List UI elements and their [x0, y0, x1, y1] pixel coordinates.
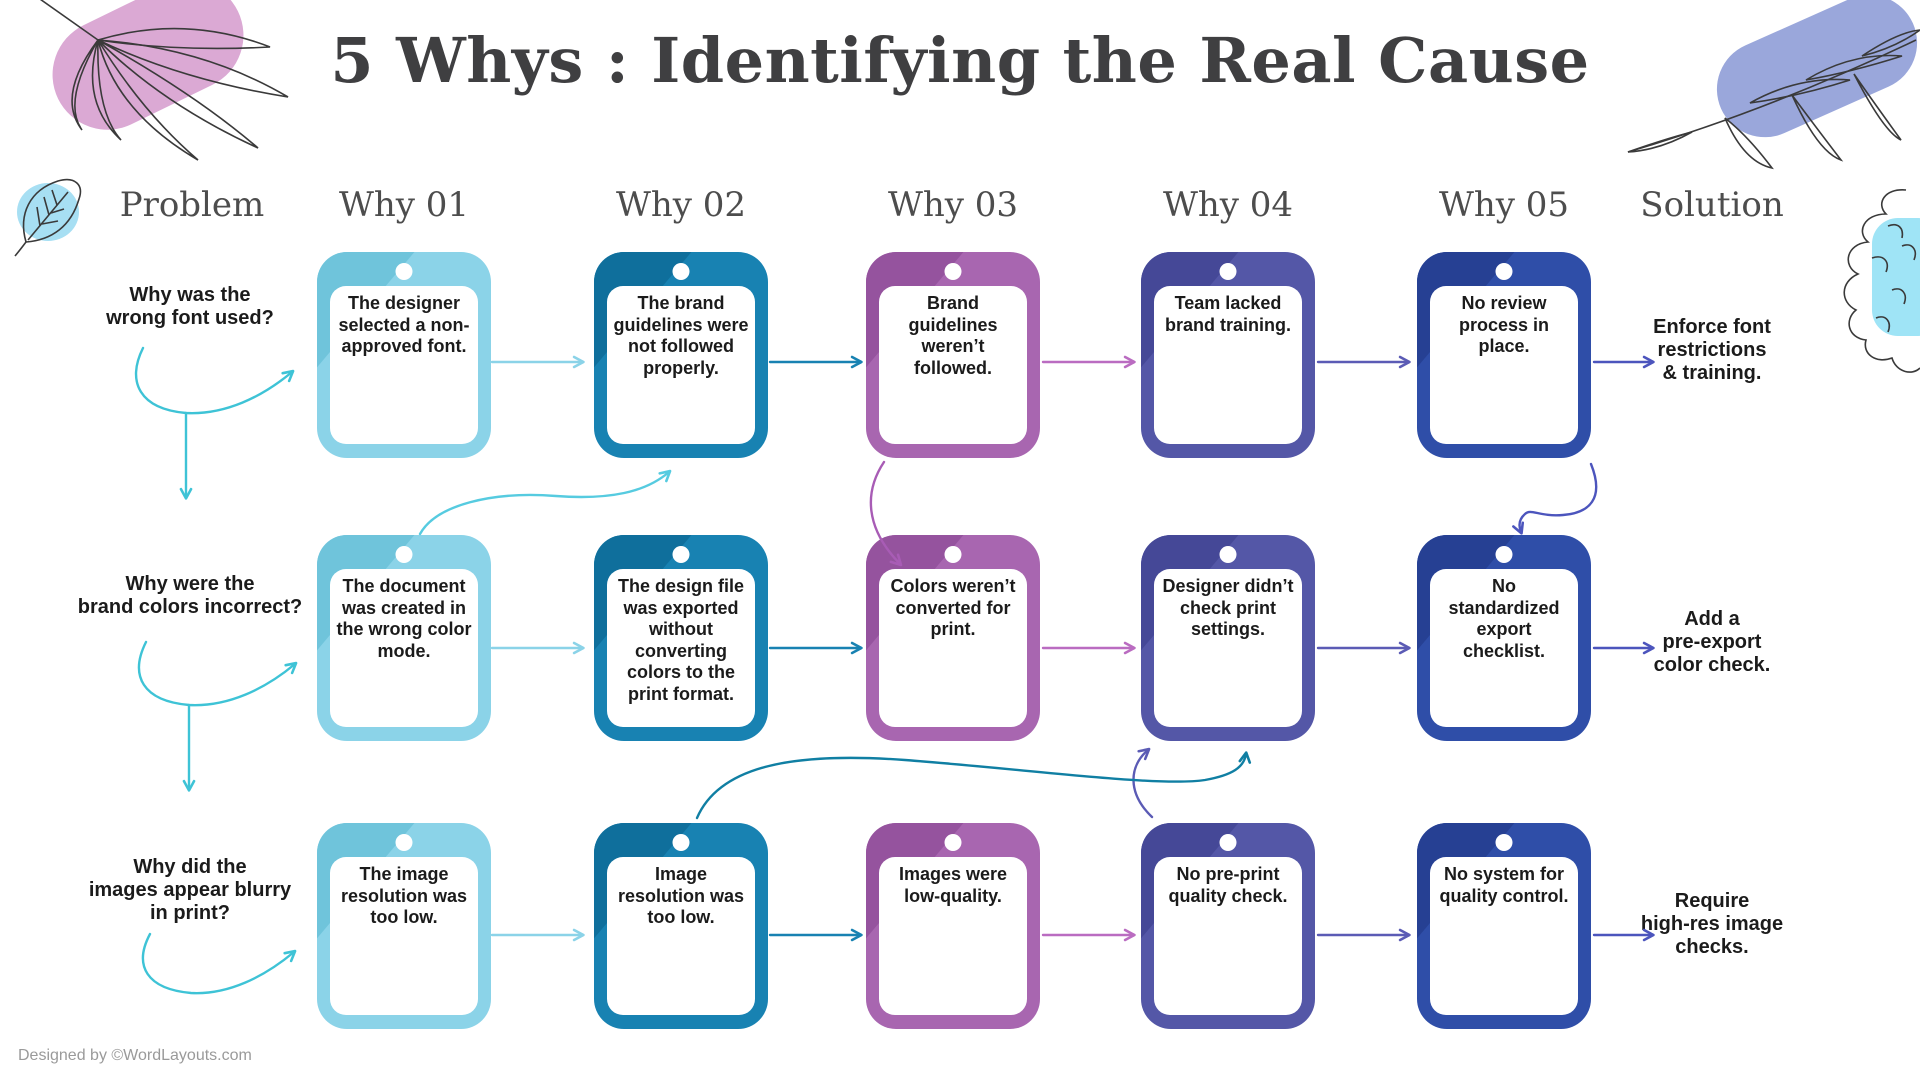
- column-header-why03: Why 03: [887, 185, 1019, 225]
- card-panel: Images were low-quality.: [879, 857, 1027, 1015]
- problem-hook-arrow-row2: [137, 640, 298, 707]
- card-panel: The designer selected a non-approved fon…: [330, 286, 478, 444]
- column-header-why02: Why 02: [615, 185, 747, 225]
- column-header-why04: Why 04: [1162, 185, 1294, 225]
- card-row3-why03: Images were low-quality.: [866, 823, 1040, 1029]
- card-text: Image resolution was too low.: [617, 864, 745, 927]
- tag-hole-icon: [672, 546, 690, 563]
- card-row2-why02: The design file was exported without con…: [594, 535, 768, 741]
- column-header-why01: Why 01: [338, 185, 470, 225]
- card-text: The document was created in the wrong co…: [336, 576, 472, 661]
- tag-hole-icon: [944, 834, 962, 851]
- card-text: The image resolution was too low.: [340, 864, 468, 927]
- curve-row2why01-to-row1why02: [418, 469, 672, 536]
- card-panel: No review process in place.: [1430, 286, 1578, 444]
- card-panel: The design file was exported without con…: [607, 569, 755, 727]
- card-text: The brand guidelines were not followed p…: [613, 293, 749, 378]
- card-text: No review process in place.: [1458, 293, 1550, 356]
- card-panel: Team lacked brand training.: [1154, 286, 1302, 444]
- card-text: No system for quality control.: [1439, 864, 1569, 906]
- card-row1-why04: Team lacked brand training.: [1141, 252, 1315, 458]
- tag-hole-icon: [672, 834, 690, 851]
- problem-hook-arrow-row3: [141, 932, 297, 995]
- tag-hole-icon: [1495, 546, 1513, 563]
- column-header-problem: Problem: [119, 185, 265, 225]
- card-row3-why02: Image resolution was too low.: [594, 823, 768, 1029]
- card-text: Colors weren’t converted for print.: [890, 576, 1016, 639]
- credit-footer: Designed by ©WordLayouts.com: [18, 1047, 252, 1064]
- swoosh-row3why02-to-row2why04: [695, 751, 1252, 820]
- tag-hole-icon: [944, 546, 962, 563]
- card-text: Designer didn’t check print settings.: [1162, 576, 1294, 639]
- problem-hook-arrow-row1: [134, 346, 295, 415]
- card-panel: Image resolution was too low.: [607, 857, 755, 1015]
- tag-hole-icon: [1219, 834, 1237, 851]
- card-text: Team lacked brand training.: [1165, 293, 1291, 335]
- tag-hole-icon: [944, 263, 962, 280]
- card-row2-why03: Colors weren’t converted for print.: [866, 535, 1040, 741]
- tag-hole-icon: [1495, 263, 1513, 280]
- card-text: No pre-print quality check.: [1168, 864, 1288, 906]
- card-panel: No pre-print quality check.: [1154, 857, 1302, 1015]
- tag-hole-icon: [1219, 546, 1237, 563]
- card-row3-why05: No system for quality control.: [1417, 823, 1591, 1029]
- tag-hole-icon: [1495, 834, 1513, 851]
- column-header-why05: Why 05: [1438, 185, 1570, 225]
- problem-text-row1: Why was the wrong font used?: [106, 284, 274, 329]
- problem-text-row3: Why did the images appear blurry in prin…: [88, 856, 292, 924]
- card-row1-why03: Brand guidelines weren’t followed.: [866, 252, 1040, 458]
- card-row3-why01: The image resolution was too low.: [317, 823, 491, 1029]
- solution-text-row1: Enforce font restrictions & training.: [1653, 316, 1771, 384]
- blue-leaf-decoration: [14, 178, 82, 257]
- tag-hole-icon: [395, 263, 413, 280]
- card-panel: Colors weren’t converted for print.: [879, 569, 1027, 727]
- card-panel: Brand guidelines weren’t followed.: [879, 286, 1027, 444]
- solution-text-row2: Add a pre-export color check.: [1653, 608, 1771, 676]
- card-row2-why05: No standardized export checklist.: [1417, 535, 1591, 741]
- card-row1-why02: The brand guidelines were not followed p…: [594, 252, 768, 458]
- card-row1-why05: No review process in place.: [1417, 252, 1591, 458]
- brain-scribble-decoration: [1843, 189, 1920, 373]
- card-row1-why01: The designer selected a non-approved fon…: [317, 252, 491, 458]
- card-panel: The brand guidelines were not followed p…: [607, 286, 755, 444]
- tag-hole-icon: [672, 263, 690, 280]
- curve-row3why04-to-row2why04: [1132, 747, 1154, 819]
- card-panel: No system for quality control.: [1430, 857, 1578, 1015]
- card-row2-why04: Designer didn’t check print settings.: [1141, 535, 1315, 741]
- card-row3-why04: No pre-print quality check.: [1141, 823, 1315, 1029]
- card-text: Brand guidelines weren’t followed.: [908, 293, 998, 378]
- tag-hole-icon: [395, 546, 413, 563]
- column-header-solution: Solution: [1640, 185, 1784, 225]
- curve-row1why05-to-row2why05: [1512, 462, 1598, 535]
- solution-text-row3: Require high-res image checks.: [1640, 890, 1784, 958]
- card-text: The designer selected a non-approved fon…: [338, 293, 470, 356]
- card-row2-why01: The document was created in the wrong co…: [317, 535, 491, 741]
- card-panel: The image resolution was too low.: [330, 857, 478, 1015]
- card-text: Images were low-quality.: [898, 864, 1008, 906]
- card-panel: Designer didn’t check print settings.: [1154, 569, 1302, 727]
- tag-hole-icon: [395, 834, 413, 851]
- tag-hole-icon: [1219, 263, 1237, 280]
- card-text: No standardized export checklist.: [1448, 576, 1560, 661]
- problem-text-row2: Why were the brand colors incorrect?: [77, 573, 303, 618]
- card-panel: The document was created in the wrong co…: [330, 569, 478, 727]
- card-panel: No standardized export checklist.: [1430, 569, 1578, 727]
- card-text: The design file was exported without con…: [617, 576, 745, 704]
- page-title: 5 Whys : Identifying the Real Cause: [330, 24, 1590, 97]
